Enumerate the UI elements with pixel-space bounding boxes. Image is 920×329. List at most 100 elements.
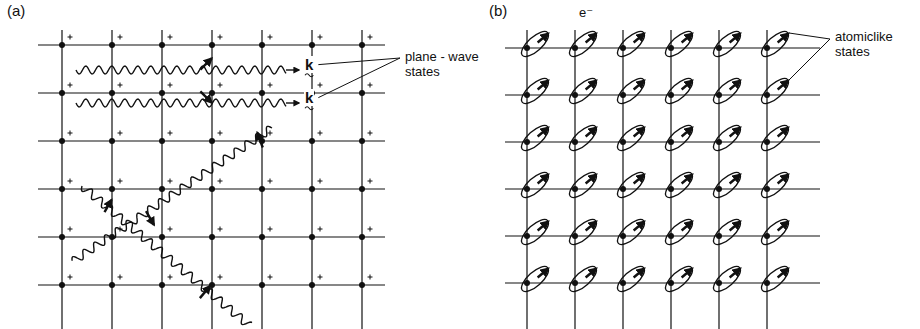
nucleus-dot <box>620 92 626 98</box>
ion-charge-symbol <box>218 83 223 88</box>
atomic-orbit <box>566 27 601 60</box>
ion-charge-symbol <box>318 83 323 88</box>
ion-dot <box>359 138 365 144</box>
nucleus-dot <box>572 186 578 192</box>
callout-label: atomiclike states <box>834 30 916 60</box>
nucleus-dot <box>524 45 530 51</box>
ion-dot <box>359 42 365 48</box>
spin-arrow <box>538 175 549 184</box>
atomic-orbit <box>710 215 745 248</box>
leader-line <box>789 33 830 39</box>
atomic-orbit <box>662 27 697 60</box>
leaders <box>305 33 830 110</box>
ion-dot <box>159 234 165 240</box>
lattice-line <box>505 94 820 95</box>
nucleus-dot <box>620 186 626 192</box>
ion-dot <box>59 234 65 240</box>
nucleus-dot <box>572 45 578 51</box>
ion-dot <box>109 90 115 96</box>
atomic-orbit <box>518 262 553 295</box>
spin-arrow <box>778 175 789 184</box>
atomic-orbit <box>758 121 793 154</box>
atomic-orbit <box>566 121 601 154</box>
lattice-b <box>505 27 820 329</box>
nucleus-dot <box>716 139 722 145</box>
ion-charge-symbol <box>318 131 323 136</box>
ion-charge-symbol <box>68 35 73 40</box>
wave-vector-label: k <box>304 89 314 106</box>
ion-charge-symbol <box>118 131 123 136</box>
leader-line <box>318 58 400 98</box>
ion-charge-symbol <box>368 227 373 232</box>
spin-arrow <box>682 81 693 90</box>
spin-arrow <box>586 175 597 184</box>
ion-charge-symbol <box>68 227 73 232</box>
ion-charge-symbol <box>318 275 323 280</box>
spin-arrow <box>778 34 789 43</box>
ion-charge-symbol <box>368 275 373 280</box>
nucleus-dot <box>764 139 770 145</box>
ion-dot <box>309 234 315 240</box>
nucleus-dot <box>572 139 578 145</box>
plane-wave <box>76 99 286 107</box>
ion-charge-symbol <box>168 131 173 136</box>
lattice-line <box>505 188 820 189</box>
atomic-orbit <box>518 27 553 60</box>
ion-dot <box>209 90 215 96</box>
lattice-a <box>38 30 385 329</box>
ion-charge-symbol <box>318 227 323 232</box>
nucleus-dot <box>716 233 722 239</box>
ion-dot <box>209 234 215 240</box>
spin-arrow <box>634 222 645 231</box>
nucleus-dot <box>524 186 530 192</box>
nucleus-dot <box>620 45 626 51</box>
lattice-line <box>505 235 820 236</box>
wave-vector-arrow <box>286 69 299 70</box>
atomic-orbit <box>614 74 649 107</box>
nucleus-dot <box>620 139 626 145</box>
lattice-line <box>505 47 820 48</box>
ion-dot <box>59 186 65 192</box>
ion-charge-symbol <box>268 35 273 40</box>
vector-tilde <box>305 74 313 77</box>
ion-dot <box>259 90 265 96</box>
atomic-orbit <box>662 168 697 201</box>
wave-vector-label: k <box>304 56 314 73</box>
nucleus-dot <box>716 45 722 51</box>
electron-label: e⁻ <box>578 6 594 21</box>
ion-dot <box>359 234 365 240</box>
atomic-orbit <box>758 262 793 295</box>
ion-charge-symbol <box>368 179 373 184</box>
nucleus-dot <box>572 92 578 98</box>
ion-charge-symbol <box>368 35 373 40</box>
atomic-orbit <box>566 168 601 201</box>
ion-charge-symbol <box>268 131 273 136</box>
ion-dot <box>159 186 165 192</box>
spin-arrow <box>538 269 549 278</box>
ion-charge-symbol <box>68 275 73 280</box>
callout-label: plane - wave states <box>404 50 486 80</box>
atomic-orbit <box>710 27 745 60</box>
ion-charge-symbol <box>268 275 273 280</box>
nucleus-dot <box>716 186 722 192</box>
atomic-orbit <box>566 215 601 248</box>
ion-dot <box>309 282 315 288</box>
plane-waves <box>72 58 299 324</box>
atomic-orbit <box>662 262 697 295</box>
spin-arrow <box>778 222 789 231</box>
ion-charge-symbol <box>68 131 73 136</box>
spin-arrow <box>778 269 789 278</box>
nucleus-dot <box>716 92 722 98</box>
nucleus-dot <box>524 92 530 98</box>
atomic-orbit <box>614 262 649 295</box>
atomic-orbit <box>518 121 553 154</box>
spin-arrow <box>682 34 693 43</box>
spin-arrow <box>730 34 741 43</box>
nucleus-dot <box>620 233 626 239</box>
spin-arrow <box>778 81 789 90</box>
wave-vector-arrow <box>286 102 299 103</box>
nucleus-dot <box>668 233 674 239</box>
atomic-orbit <box>518 168 553 201</box>
ion-charge-symbol <box>268 83 273 88</box>
